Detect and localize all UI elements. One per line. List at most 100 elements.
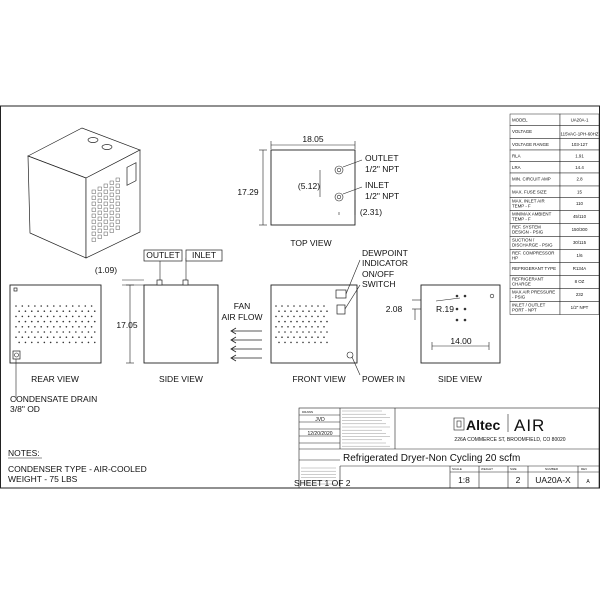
switch-label: SWITCH [362, 279, 396, 289]
mounting-holes [455, 294, 467, 322]
iso-fitting-1 [87, 137, 99, 143]
rev-label: REV [581, 467, 587, 471]
top-view [259, 141, 363, 226]
spec-value: 30/115 [573, 240, 587, 245]
front-view [270, 259, 361, 376]
top-outlet-size: 1/2" NPT [365, 164, 399, 174]
spec-value: 1.91 [575, 154, 584, 159]
spec-row: SUCTION /DISCHARGE - PSIG 30/115 [509, 236, 600, 250]
drawing-date: 12/20/2020 [307, 431, 332, 437]
side-outlet-tag [143, 249, 183, 262]
notes-heading: NOTES: [8, 448, 40, 458]
rear-view [9, 284, 102, 400]
side-outlet-label: OUTLET [146, 250, 180, 260]
weight-label: WEIGHT [481, 467, 493, 471]
note-line-1: CONDENSER TYPE - AIR-COOLED [8, 464, 147, 474]
side-view-right [412, 284, 501, 364]
dim-height: 17.05 [116, 320, 138, 330]
spec-key: MAX. FUSE SIZE [512, 190, 547, 195]
power-in-label: POWER IN [362, 374, 405, 384]
power-in-port [346, 351, 354, 359]
side-left-view-label: SIDE VIEW [159, 374, 203, 384]
rear-grille [15, 305, 96, 344]
drawing-number: UA20A-X [535, 475, 571, 485]
size-label: SIZE [510, 467, 517, 471]
drain-size-label: 3/8" OD [10, 404, 40, 414]
spec-value: 2.8 [576, 177, 583, 182]
front-grille [275, 305, 328, 344]
top-outlet-label: OUTLET [365, 153, 399, 163]
spec-value: 110 [576, 201, 584, 206]
spec-key: MODEL [512, 118, 528, 123]
onoff-switch [336, 304, 346, 315]
top-outlet-port [334, 165, 344, 175]
spec-key: VOLTAGE RANGE [512, 142, 549, 147]
dim-radius: R.19 [436, 304, 454, 314]
number-label: NUMBER [545, 467, 559, 471]
fine-print-lines [301, 410, 390, 485]
indicator-label: INDICATOR [362, 258, 408, 268]
top-view-outline [270, 149, 356, 226]
dewpoint-label: DEWPOINT [362, 248, 408, 258]
spec-value: 103-127 [571, 142, 588, 147]
drain-port [12, 350, 21, 360]
side-outlet-fitting [156, 279, 163, 286]
dim-side-offset: (1.09) [95, 265, 117, 275]
spec-row: VOLTAGE RANGE 103-127 [509, 138, 600, 151]
fan-label: FAN [234, 301, 251, 311]
top-inlet-port [334, 192, 344, 202]
drain-label: CONDENSATE DRAIN [10, 394, 97, 404]
isometric-view [27, 127, 141, 259]
side-left-outline [143, 284, 219, 364]
spec-value: R134A [573, 266, 586, 271]
side-inlet-label: INLET [192, 250, 216, 260]
scale-label: SCALE [452, 467, 462, 471]
top-view-label: TOP VIEW [290, 238, 331, 248]
onoff-label: ON/OFF [362, 269, 394, 279]
scale-value: 1:8 [458, 475, 470, 485]
dewpoint-indicator [335, 289, 347, 299]
rear-view-label: REAR VIEW [31, 374, 79, 384]
dim-top-offset: (2.31) [360, 207, 382, 217]
air-flow-label: AIR FLOW [221, 312, 262, 322]
brand-name: AIR [514, 416, 545, 435]
spec-value: 8 OZ [575, 279, 585, 284]
note-line-2: WEIGHT - 75 LBS [8, 474, 78, 484]
spec-key: MIN. CIRCUIT AMP [512, 177, 551, 182]
iso-grille [91, 177, 120, 242]
dim-top-inner: (5.12) [298, 181, 320, 191]
spec-key: SUCTION /DISCHARGE - PSIG [512, 238, 553, 248]
air-flow-arrows [230, 327, 262, 362]
spec-key: RLA [512, 154, 521, 159]
spec-value: 1/2" NPT [571, 305, 589, 310]
drawn-by: JVD [315, 417, 325, 423]
company-address: 226A COMMERCE ST, BROOMFIELD, CO 80020 [454, 437, 565, 443]
title-block [298, 407, 600, 489]
top-inlet-label: INLET [365, 180, 389, 190]
iso-fitting-2 [101, 144, 113, 150]
side-view-left [122, 249, 223, 364]
spec-value: 45/110 [573, 214, 587, 219]
spec-value: 14.4 [575, 165, 584, 170]
spec-key: REFRIGERANT TYPE [512, 266, 556, 271]
company-logo: Altec [466, 417, 500, 433]
sheet-number: SHEET 1 OF 2 [294, 478, 351, 488]
logo-mark [453, 417, 465, 431]
spec-key: MAX AIR PRESSURE- PSIG [512, 290, 555, 300]
spec-value: 1/6 [576, 253, 583, 258]
